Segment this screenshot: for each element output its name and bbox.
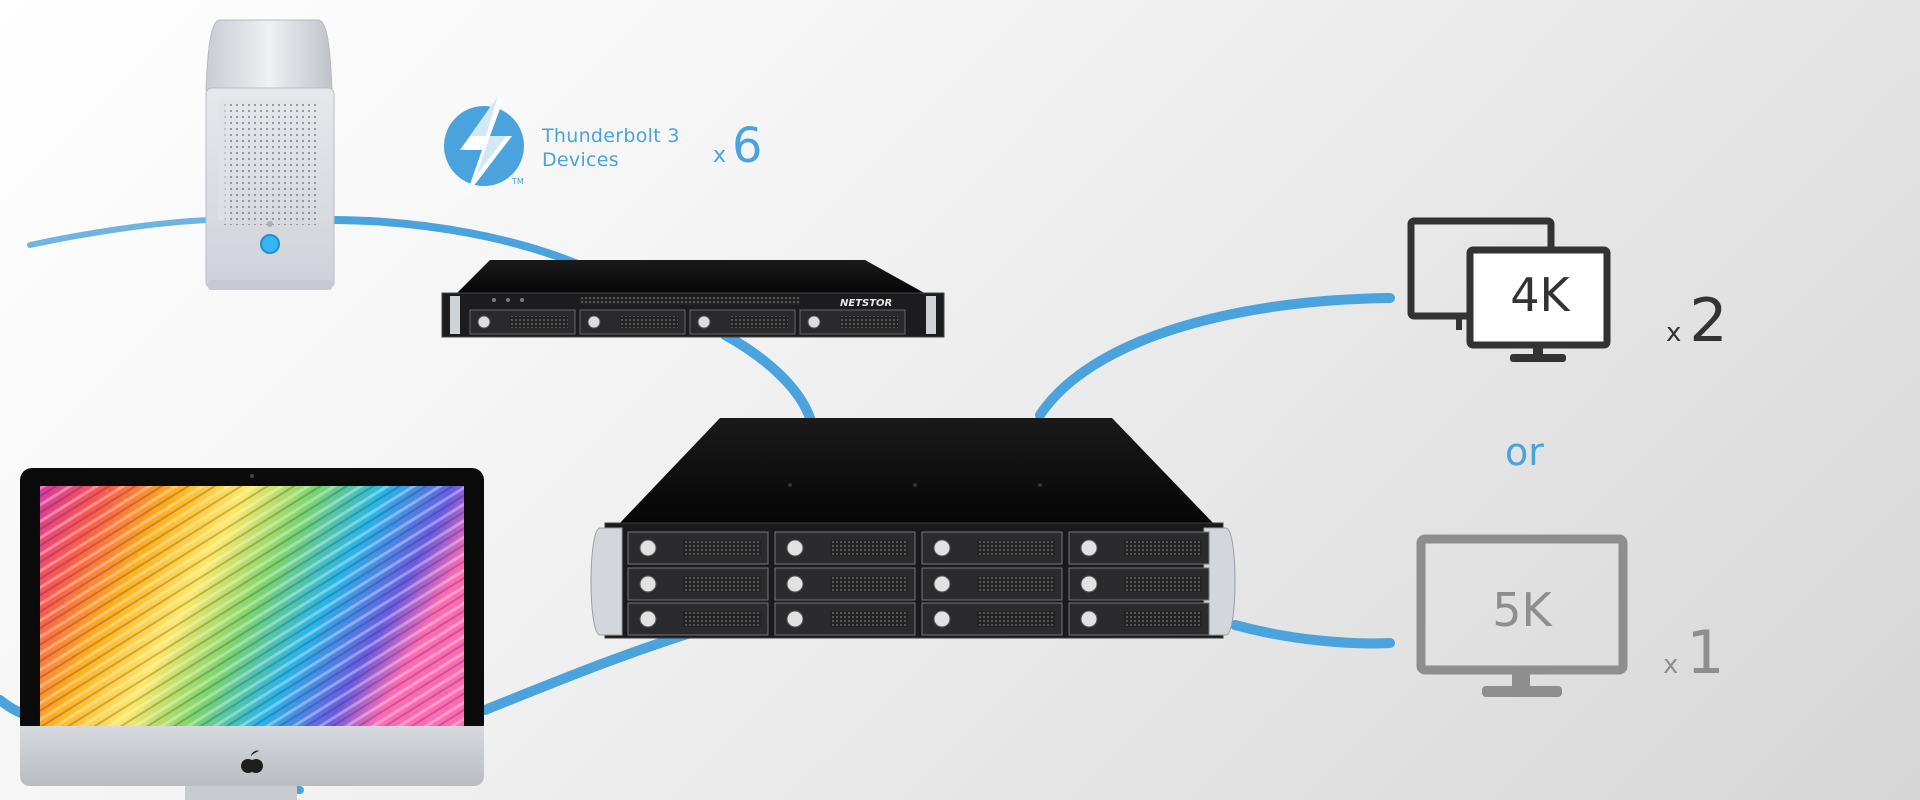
rack-1u-bays [469,309,906,335]
cable-left-to-drive [27,217,213,248]
thunderbolt-label: Thunderbolt 3 Devices [542,124,680,172]
rack-2u-bays [627,531,1210,636]
monitor-5k-icon [1416,534,1628,697]
cable-2u-to-imac [480,625,705,715]
monitor-4k-x: x [1666,318,1682,348]
monitor-5k-count-value: 1 [1686,618,1725,688]
trademark-mark: TM [511,177,524,186]
thunderbolt-line-2: Devices [542,149,619,171]
or-separator: or [1505,430,1544,474]
thunderbolt-line-1: Thunderbolt 3 [542,125,680,147]
rack-1u-brand: NETSTOR [840,298,892,309]
monitor-front-icon [1466,246,1611,362]
thunderbolt-x: x [713,143,727,168]
cable-1u-to-2u [720,330,815,423]
cable-2u-to-5k [1230,620,1395,649]
monitor-4k-count-value: 2 [1689,286,1728,356]
monitor-5k-x: x [1663,650,1679,680]
apple-logo-icon [241,750,263,773]
cable-2u-to-4k [1035,293,1395,420]
thunderbolt-count-value: 6 [732,118,763,174]
thunderbolt-icon [444,96,524,196]
monitor-5k-label: 5K [1492,583,1552,637]
power-led-icon [260,234,280,254]
monitor-4k-label: 4K [1510,268,1570,322]
cable-drive-to-1u [326,216,584,269]
